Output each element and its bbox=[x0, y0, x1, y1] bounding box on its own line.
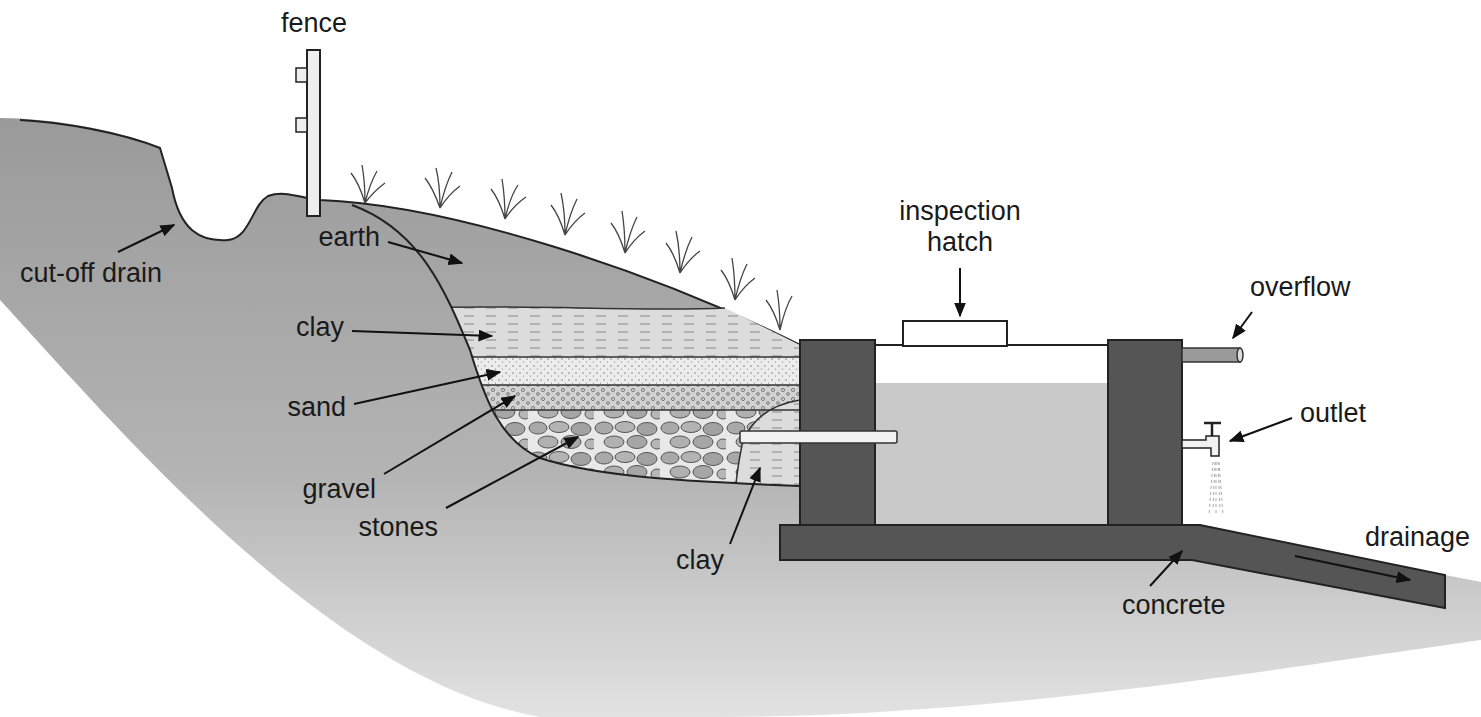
clay-seal bbox=[735, 400, 800, 495]
leader-line bbox=[354, 372, 500, 404]
layer-lines bbox=[420, 307, 800, 410]
part-label: clay bbox=[676, 545, 724, 576]
part-label: concrete bbox=[1122, 590, 1226, 621]
leader-line bbox=[352, 331, 492, 336]
fence-wire-clip bbox=[296, 118, 307, 132]
overflow-pipe-end bbox=[1237, 348, 1243, 362]
tap-handle bbox=[1204, 423, 1221, 436]
tank-water bbox=[876, 383, 1107, 524]
grass bbox=[351, 165, 792, 330]
leader-line bbox=[959, 268, 961, 316]
fence-wire-clip bbox=[296, 68, 307, 82]
part-label: overflow bbox=[1250, 272, 1351, 303]
fence bbox=[296, 50, 320, 216]
part-label: earth bbox=[318, 222, 380, 253]
tank-wall bbox=[1108, 340, 1182, 525]
fence-post bbox=[307, 50, 320, 216]
tank-interior bbox=[875, 345, 1108, 525]
tank bbox=[740, 321, 1445, 608]
leader-line bbox=[1230, 418, 1292, 441]
pit-outline bbox=[352, 205, 800, 486]
clay-layer bbox=[420, 307, 800, 357]
inlet-pipe bbox=[740, 431, 897, 443]
leader-line bbox=[730, 468, 760, 544]
leader-line bbox=[388, 242, 462, 263]
water-spray bbox=[1209, 462, 1223, 515]
part-label: gravel bbox=[302, 474, 376, 505]
outlet-tap bbox=[1182, 436, 1219, 456]
part-label: outlet bbox=[1300, 398, 1366, 429]
leader-line bbox=[384, 396, 515, 474]
overflow-pipe bbox=[1182, 348, 1240, 362]
part-label: fence bbox=[281, 8, 347, 39]
leader-line bbox=[1233, 312, 1252, 338]
leader-line bbox=[446, 437, 578, 508]
inspection-hatch bbox=[903, 321, 1007, 346]
part-label: stones bbox=[358, 512, 438, 543]
gravel-layer bbox=[420, 385, 800, 410]
part-label: sand bbox=[287, 392, 346, 423]
leader-line bbox=[118, 225, 174, 252]
ground bbox=[0, 118, 1481, 717]
ground-mass bbox=[0, 118, 1481, 717]
part-label: drainage bbox=[1365, 522, 1470, 553]
leader-line bbox=[1150, 551, 1182, 586]
leader-lines bbox=[118, 225, 1410, 586]
part-label: cut-off drain bbox=[20, 258, 162, 289]
drainage-arrow bbox=[1295, 556, 1410, 580]
part-label: inspection hatch bbox=[873, 196, 1048, 258]
part-label: clay bbox=[296, 312, 344, 343]
concrete-slab bbox=[780, 525, 1445, 608]
